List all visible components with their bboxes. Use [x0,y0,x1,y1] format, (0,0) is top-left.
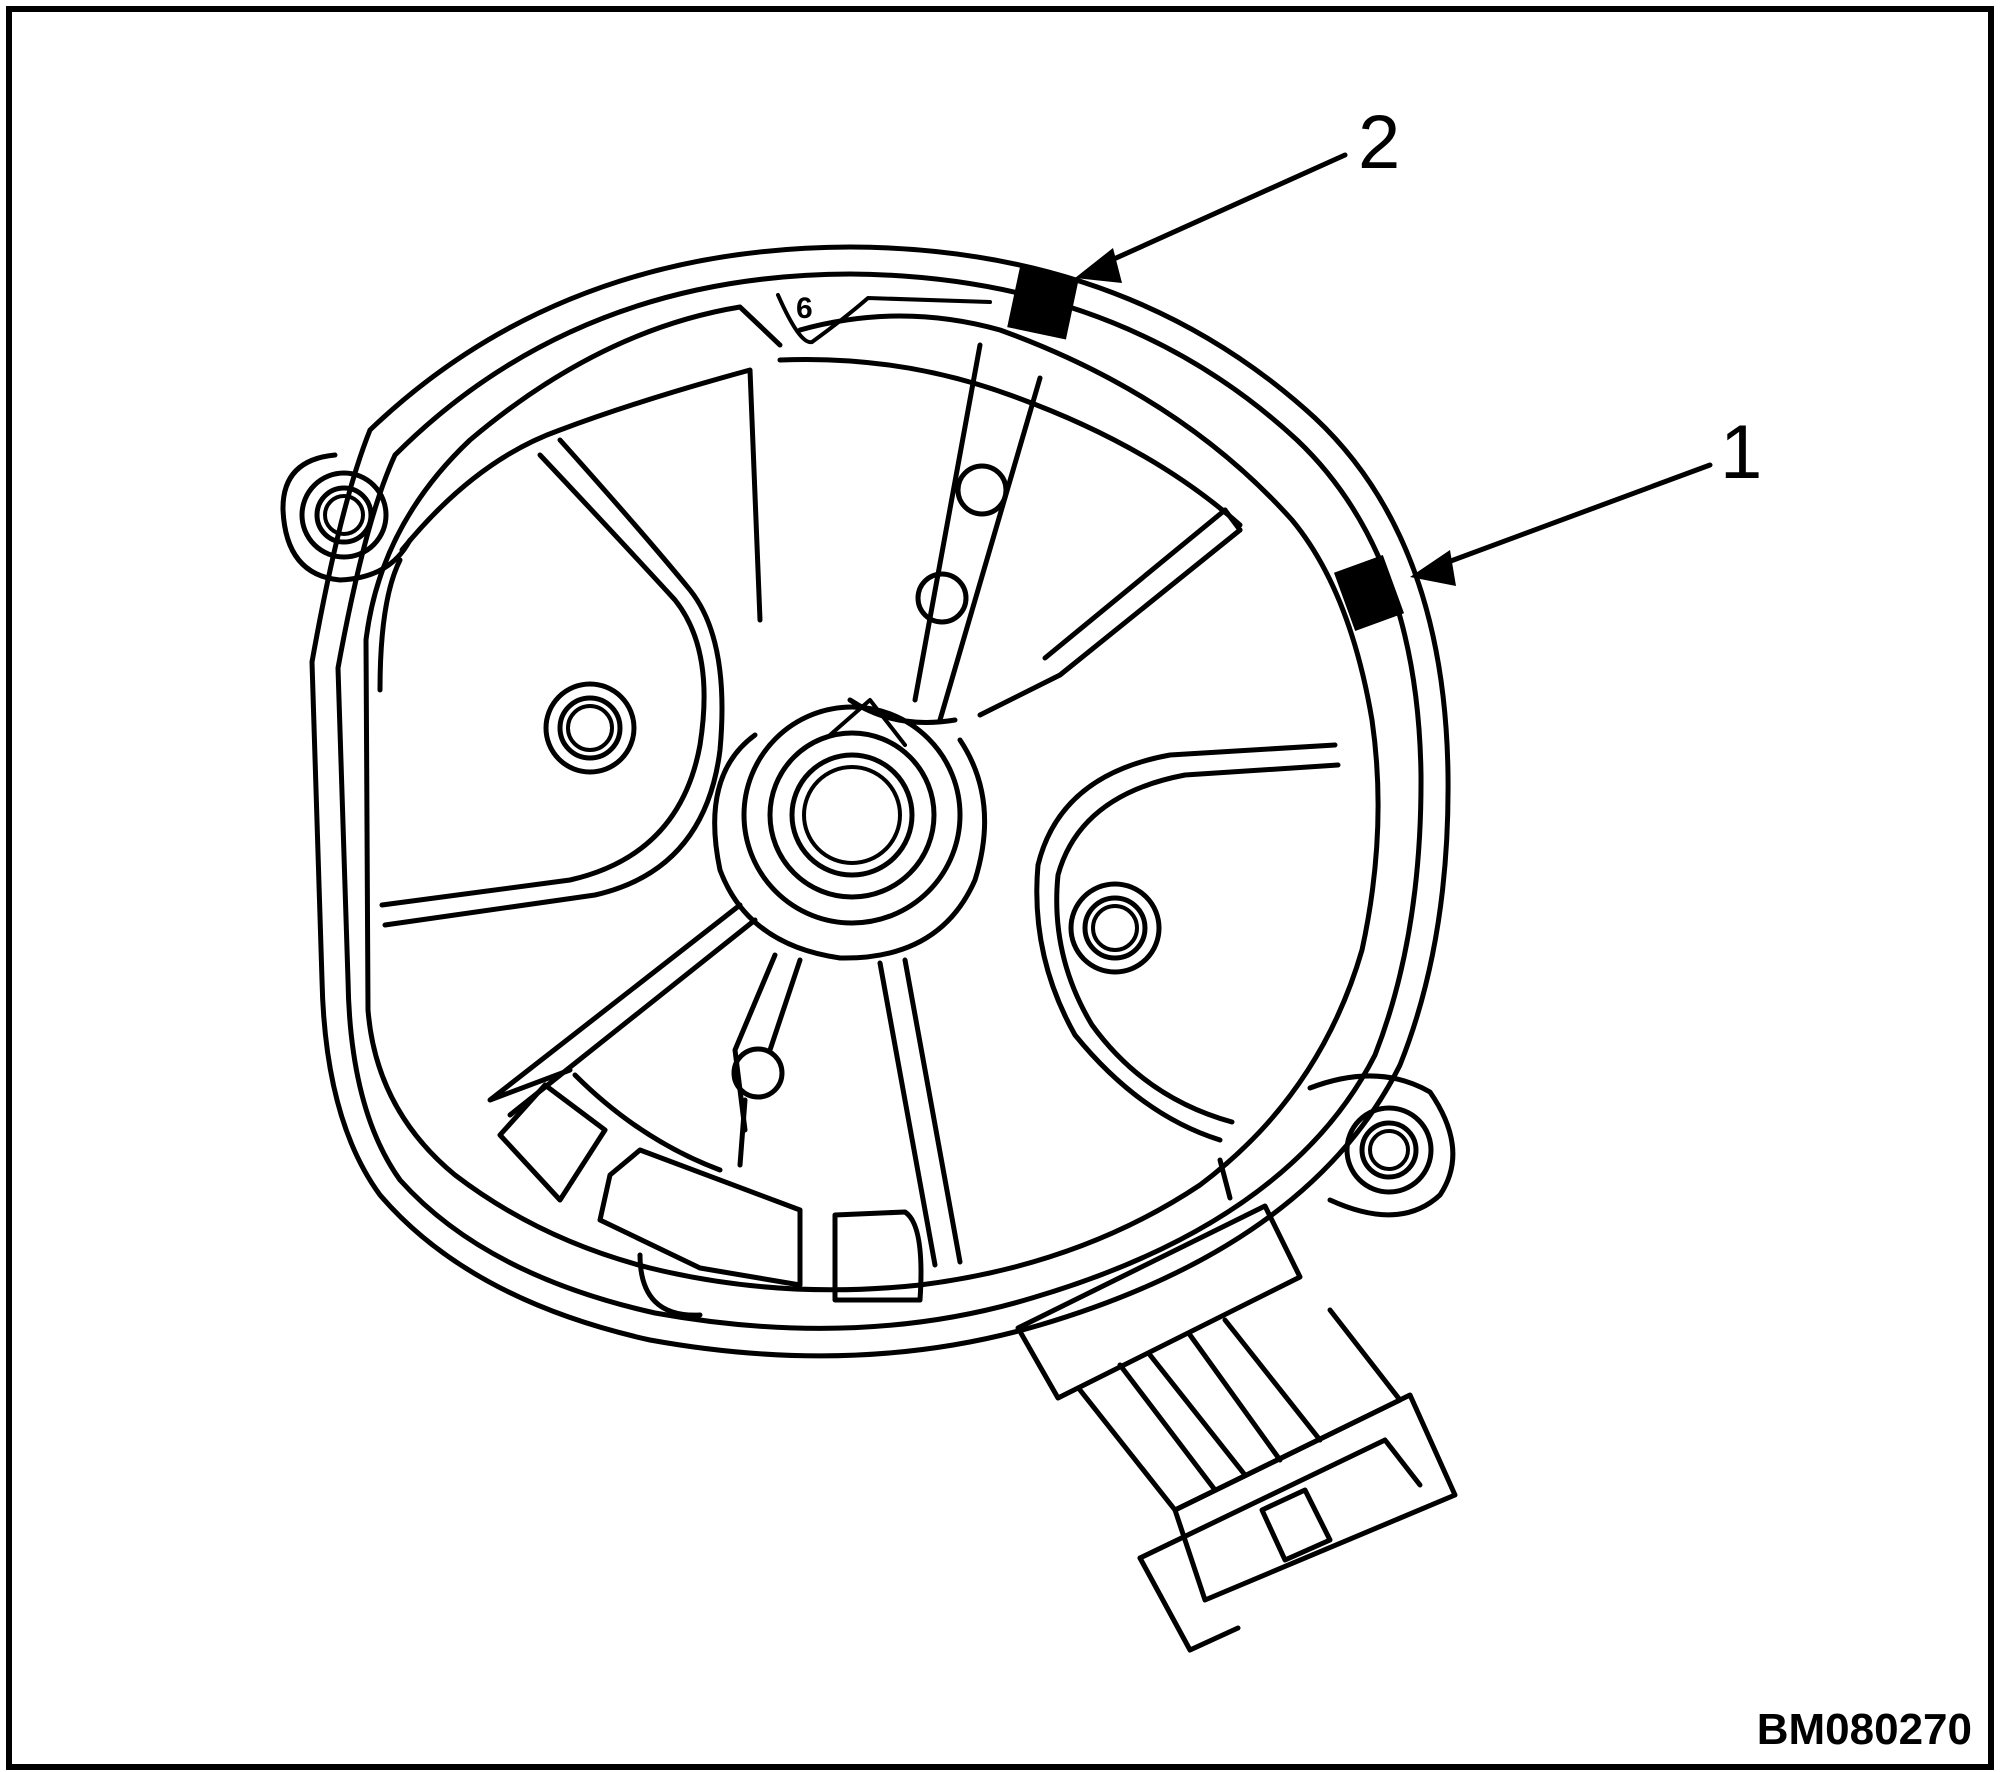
central-hub [712,698,988,961]
casting-mark-text: 6 [796,292,813,325]
callout-1-label: 1 [1720,410,1762,495]
wiring-connector [1015,1157,1458,1653]
callout-leader-2 [1075,152,1348,283]
bottom-pockets [497,1082,924,1318]
marker-2 [1007,266,1079,340]
upper-right-spoke [977,507,1243,718]
callout-leader-1 [1410,462,1713,586]
upper-arm [847,342,1043,725]
lobe-bolt-right [1068,881,1162,975]
left-lobe [379,437,725,928]
lobe-bolt-left [543,681,637,775]
casting-mark: 6 [776,292,992,345]
marker-1 [1333,554,1405,632]
mounting-boss-lower-right [1307,1073,1456,1218]
mounting-boss-upper-left [280,452,413,583]
housing-flange [309,244,1451,1359]
inner-face [363,304,1381,1293]
figure-frame [6,6,1994,1770]
right-lobe [1034,742,1341,1143]
lower-spokes [487,902,963,1268]
callout-2-label: 2 [1358,100,1400,185]
figure-code: BM080270 [1757,1705,1972,1754]
